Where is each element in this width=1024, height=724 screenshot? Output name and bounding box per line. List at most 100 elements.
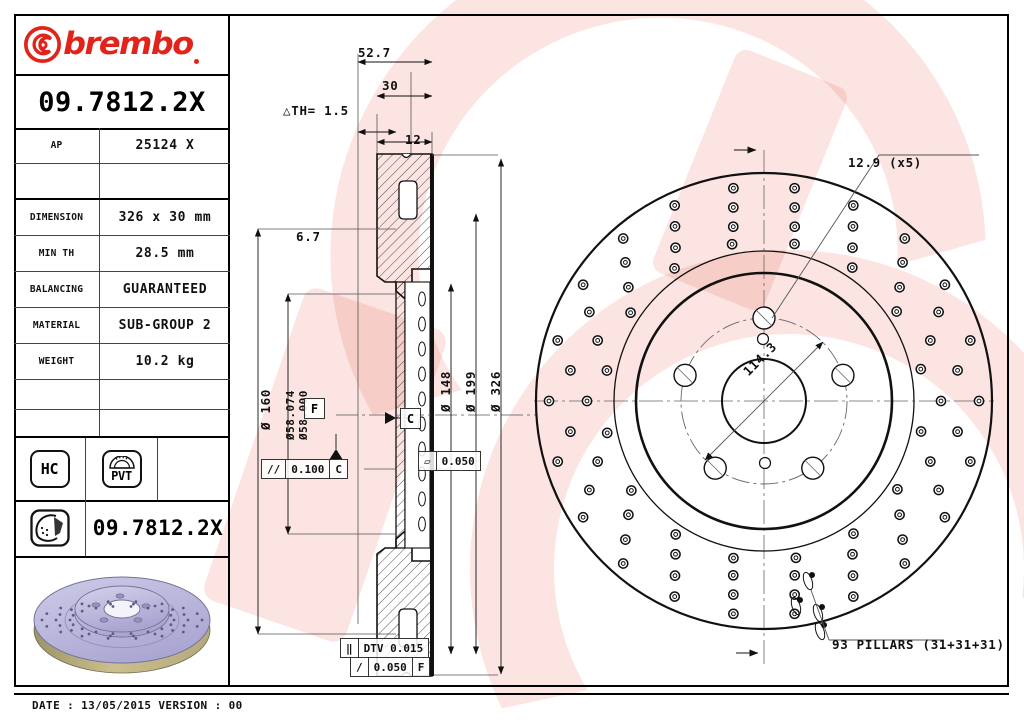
pvt-badge-label: PVT xyxy=(111,469,132,483)
drilled-hole-inner xyxy=(792,592,798,597)
render-drill-hole xyxy=(40,618,44,621)
render-drill-hole xyxy=(54,618,58,621)
drilled-hole-inner xyxy=(595,338,601,343)
render-drill-hole xyxy=(195,624,199,628)
drilled-hole-inner xyxy=(894,309,900,314)
title-row-label: MATERIAL xyxy=(14,308,100,343)
render-drill-hole xyxy=(87,604,91,607)
drilled-hole-inner xyxy=(623,260,628,265)
parallelism-value: 0.100 xyxy=(286,460,331,478)
drilled-hole-inner xyxy=(967,338,973,343)
render-drill-hole xyxy=(181,606,185,609)
dim-dia-148: Ø 148 xyxy=(438,370,453,412)
drilled-hole-inner xyxy=(620,561,626,566)
render-drill-hole xyxy=(132,602,135,605)
render-drill-hole xyxy=(71,622,75,626)
title-row-blank-1 xyxy=(14,164,230,200)
render-drill-hole xyxy=(45,624,49,628)
title-row-value: GUARANTEED xyxy=(122,282,208,297)
pvt-badge-cell: PVT xyxy=(86,438,158,500)
render-drill-hole xyxy=(59,606,63,609)
pillar-outline xyxy=(790,596,802,616)
render-drill-hole xyxy=(169,613,173,617)
render-drill-hole xyxy=(153,604,157,607)
render-drill-hole xyxy=(70,607,73,611)
render-drill-hole xyxy=(171,607,174,611)
runout-value: 0.050 xyxy=(369,658,413,676)
render-drill-hole xyxy=(94,629,98,633)
render-drill-hole xyxy=(171,628,174,632)
drilled-hole-inner xyxy=(967,459,973,464)
render-drill-hole xyxy=(111,604,115,608)
dtv-callout: ‖ DTV 0.015 xyxy=(340,638,430,658)
title-row-value: 28.5 mm xyxy=(135,246,195,261)
render-drill-hole xyxy=(109,634,112,637)
drilled-hole-inner xyxy=(900,537,905,542)
render-drill-hole xyxy=(106,636,110,640)
drilled-hole-inner xyxy=(580,514,586,520)
drilled-hole-inner xyxy=(672,265,677,271)
pillar-outline xyxy=(802,571,814,591)
icon-row-part-number: 09.7812.2X xyxy=(92,516,224,540)
dtv-symbol: ‖ xyxy=(341,639,359,657)
drilled-hole-inner xyxy=(850,203,856,208)
drilled-hole-inner xyxy=(730,205,736,210)
render-drill-hole xyxy=(94,606,98,610)
render-drill-hole xyxy=(58,612,62,616)
render-drill-hole xyxy=(80,634,84,638)
render-drill-hole xyxy=(153,632,157,635)
dim-th-variation: △TH= 1.5 xyxy=(283,103,349,118)
title-row-label: DIMENSION xyxy=(14,200,100,235)
drilled-hole-inner xyxy=(902,561,908,566)
drilled-hole-inner xyxy=(793,555,799,561)
drilled-hole-inner xyxy=(623,537,628,542)
render-drill-hole xyxy=(111,631,115,635)
title-row-label: MIN TH xyxy=(14,236,100,271)
drilled-hole-inner xyxy=(628,488,634,493)
render-drill-hole xyxy=(172,618,176,621)
render-drill-hole xyxy=(80,626,84,630)
dim-hat-depth: 6.7 xyxy=(296,229,321,244)
title-row-min-th: MIN TH 28.5 mm xyxy=(14,236,230,272)
render-drill-hole xyxy=(134,636,138,640)
render-drill-hole xyxy=(58,623,62,627)
drilled-hole-inner xyxy=(792,185,797,191)
drilled-hole-inner xyxy=(626,512,631,518)
drilled-hole-inner xyxy=(936,309,942,315)
drilled-hole-inner xyxy=(731,185,736,191)
drilled-hole-inner xyxy=(918,429,924,434)
drilled-hole-inner xyxy=(673,551,678,557)
dim-bore-tol-max: Ø58.074 xyxy=(284,390,297,440)
drilled-hole-inner xyxy=(604,368,610,373)
drilled-hole-inner xyxy=(731,555,736,561)
drilled-hole-inner xyxy=(672,594,678,599)
dtv-value: DTV 0.015 xyxy=(363,641,424,655)
drilled-hole-inner xyxy=(730,592,736,597)
drilled-hole-inner xyxy=(900,260,905,265)
parallelism-callout: // 0.100 C xyxy=(261,459,348,479)
flatness-symbol: ▱ xyxy=(419,452,437,470)
disc-caliper-icon xyxy=(29,509,70,547)
drilled-hole-inner xyxy=(620,236,626,241)
render-drill-hole xyxy=(80,609,84,613)
drilled-hole-inner xyxy=(730,224,736,230)
render-drill-hole xyxy=(134,599,138,603)
hc-badge-cell: HC xyxy=(14,438,86,500)
bolt-hole-cross xyxy=(676,367,694,384)
drilled-hole-inner xyxy=(673,245,678,251)
render-drill-hole xyxy=(106,599,110,603)
render-drill-hole xyxy=(132,634,135,637)
drilled-hole-inner xyxy=(849,265,855,270)
drilled-hole-inner xyxy=(586,487,592,493)
drilled-hole-inner xyxy=(897,284,902,290)
drilled-hole-inner xyxy=(672,223,678,229)
drilled-hole-inner xyxy=(730,572,736,578)
render-drill-hole xyxy=(160,626,164,630)
runout-datum: F xyxy=(417,660,425,674)
drawing-frame xyxy=(14,14,1009,687)
drilled-hole-inner xyxy=(942,514,948,520)
pillar-outline xyxy=(812,603,824,623)
